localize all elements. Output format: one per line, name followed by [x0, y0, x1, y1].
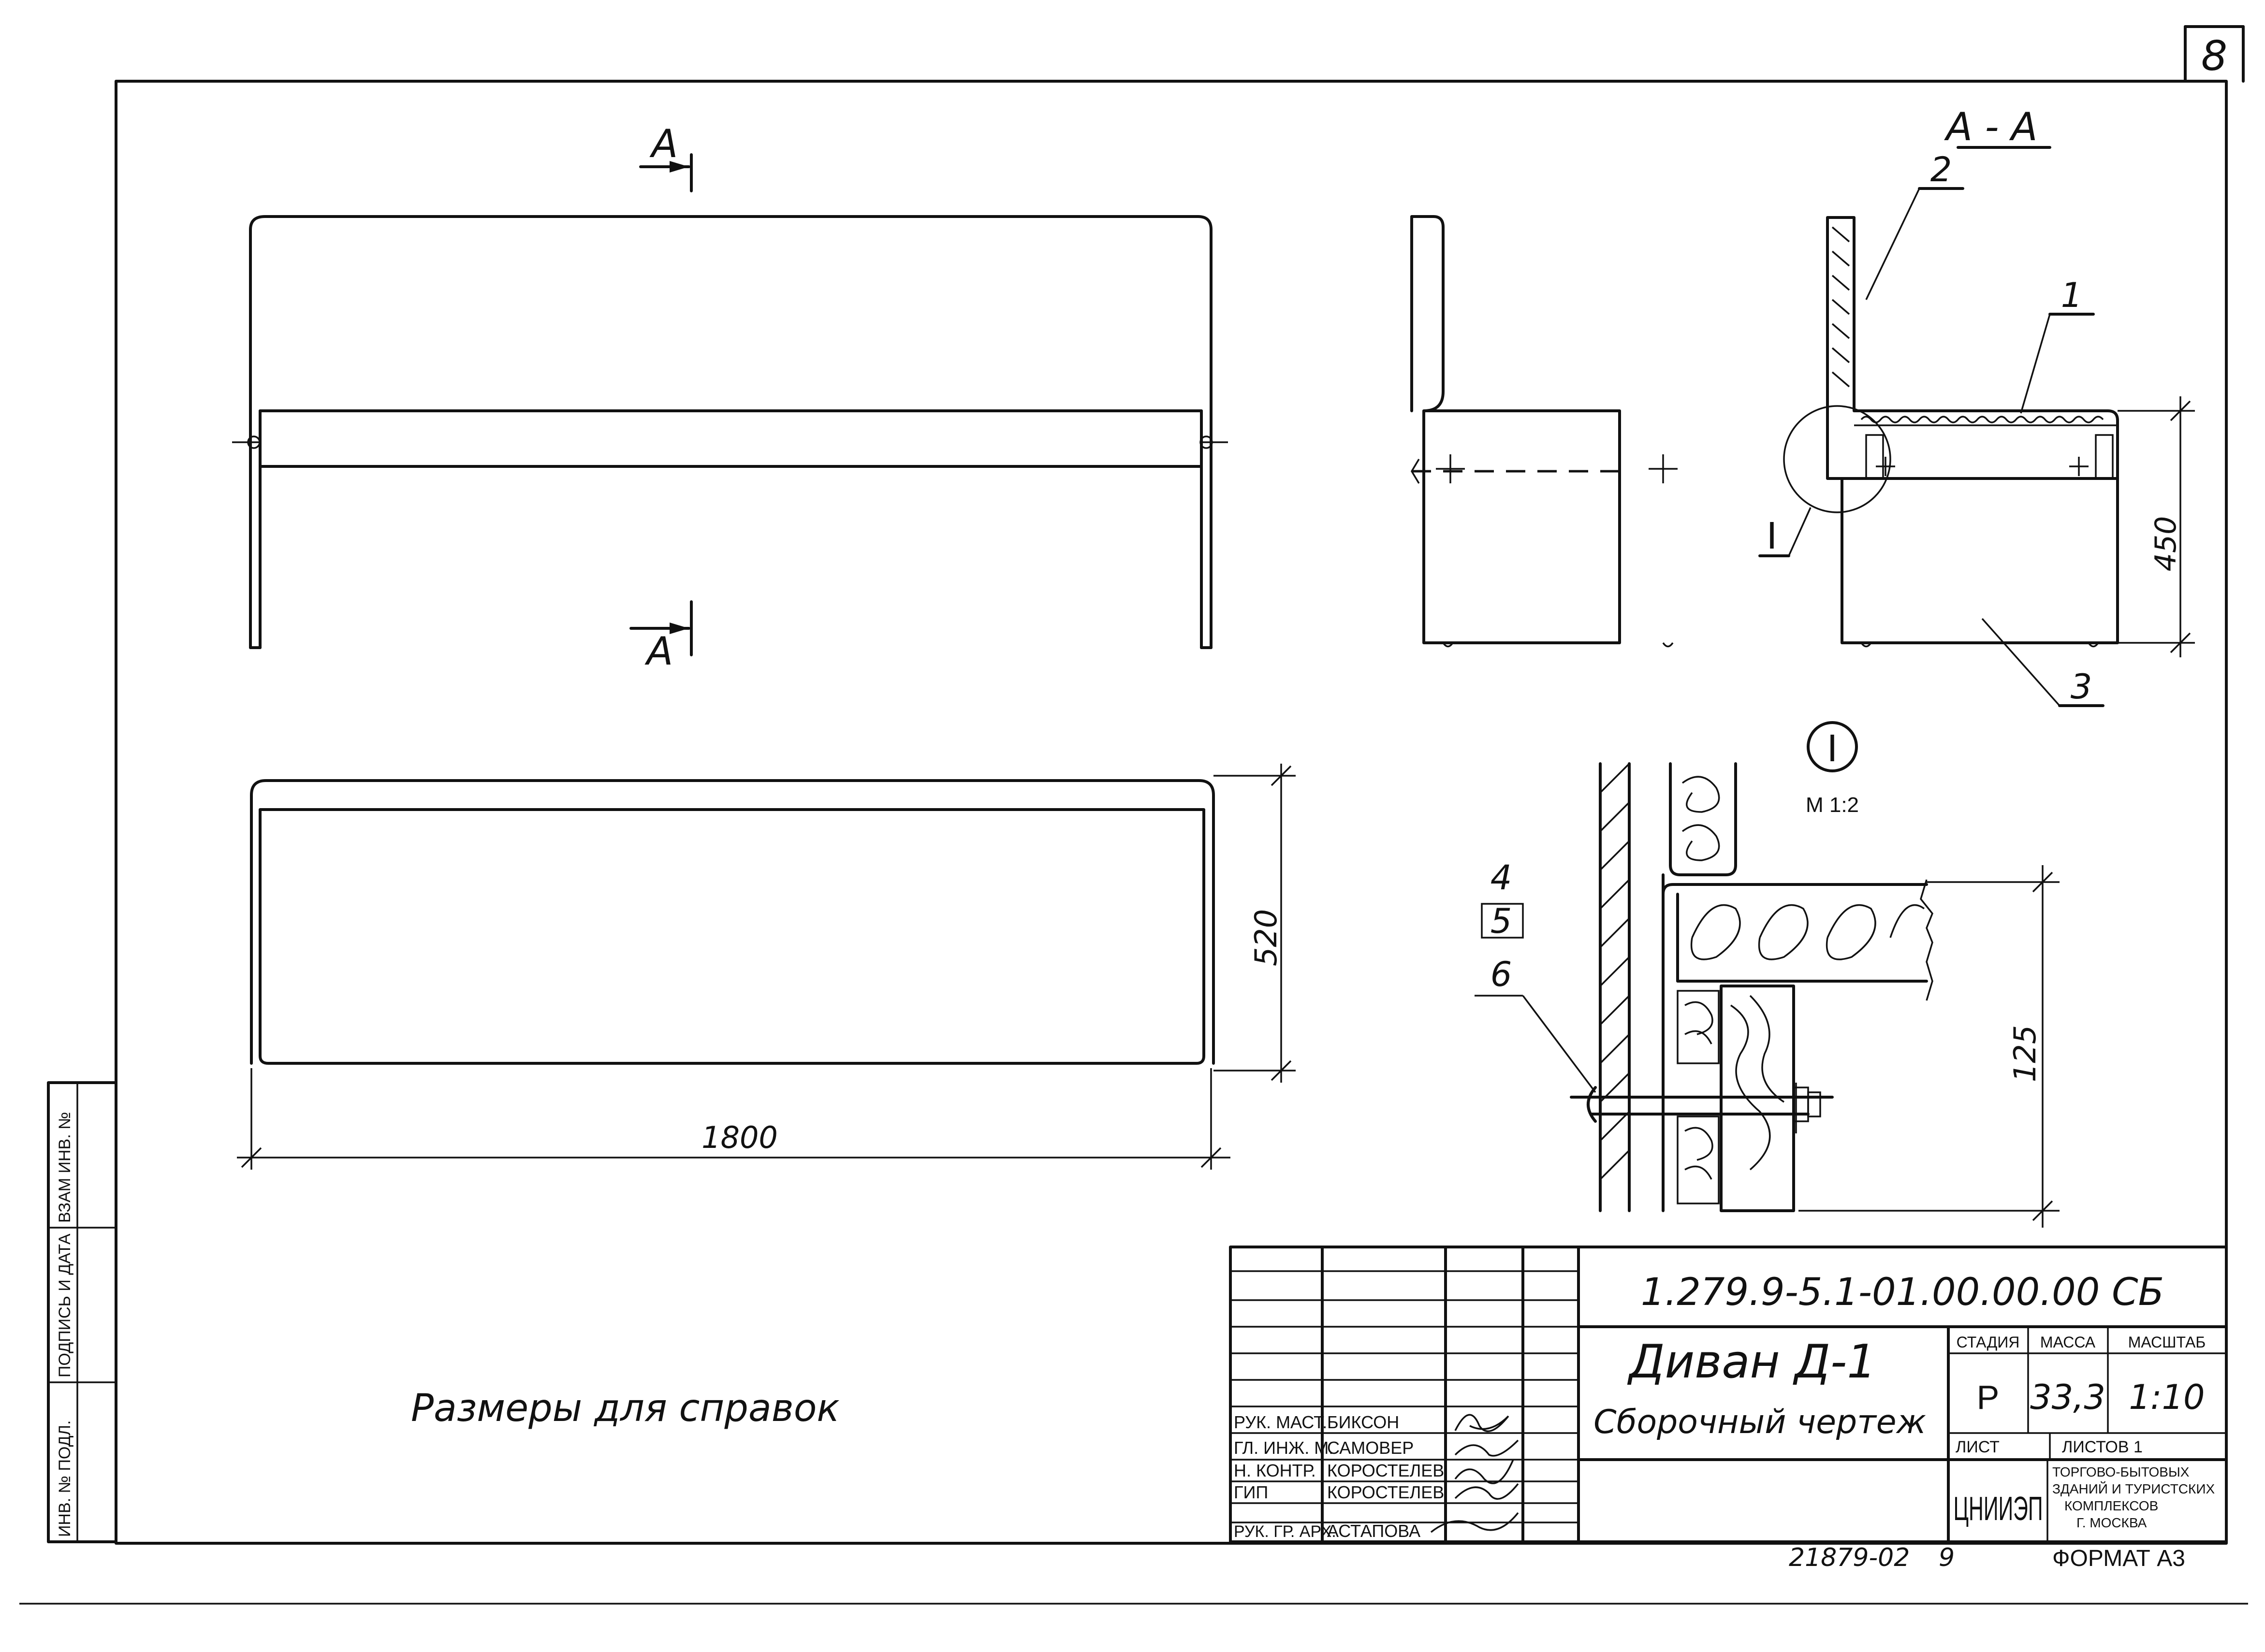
signer-name-3: КОРОСТЕЛЕВ: [1327, 1482, 1444, 1502]
section-label-top: A: [649, 121, 678, 166]
org-logo: ЦНИИЭП: [1954, 1490, 2043, 1527]
signer-role-1: ГЛ. ИНЖ. М.: [1234, 1438, 1333, 1458]
callout-5: 5: [1491, 901, 1512, 941]
signer-role-0: РУК. МАСТ.: [1234, 1412, 1327, 1432]
stamp-inv-podl: ИНВ. № ПОДЛ.: [56, 1420, 74, 1537]
stamp-vzam: ВЗАМ ИНВ. №: [56, 1112, 74, 1223]
callout-6: 6: [1491, 955, 1512, 994]
product-name: Диван Д-1: [1627, 1335, 1876, 1389]
detail-ref: I: [1767, 514, 1777, 557]
dim-height: 450: [2149, 516, 2183, 572]
format-label: ФОРМАТ А3: [2052, 1546, 2185, 1571]
org-line-1: ТОРГОВО-БЫТОВЫХ: [2052, 1464, 2190, 1479]
section-label-bottom: A: [644, 629, 673, 674]
section-marks: A A: [629, 121, 693, 674]
side-stamp: ИНВ. № ПОДЛ. ПОДПИСЬ И ДАТА ВЗАМ ИНВ. №: [47, 1081, 117, 1543]
detail-view: I M 1:2 125 4 5 6: [1475, 721, 2060, 1228]
org-line-4: Г. МОСКВА: [2076, 1515, 2147, 1530]
signer-name-0: БИКСОН: [1327, 1412, 1399, 1432]
signer-role-3: ГИП: [1234, 1482, 1268, 1502]
callout-2: 2: [1930, 150, 1952, 189]
signer-name-4: АСТАПОВА: [1327, 1521, 1420, 1541]
mass-header: МАССА: [2040, 1333, 2096, 1351]
stamp-podpis: ПОДПИСЬ И ДАТА: [56, 1233, 74, 1377]
dim-depth: 520: [1248, 909, 1284, 966]
detail-circle: [1783, 405, 1891, 513]
callout-1: 1: [2061, 275, 2083, 315]
org-line-2: ЗДАНИЙ И ТУРИСТСКИХ: [2052, 1481, 2215, 1496]
sheets-label: ЛИСТОВ 1: [2062, 1438, 2143, 1456]
section-a-a: A - A I 450 2 1 3: [1758, 104, 2195, 707]
document-type: Сборочный чертеж: [1593, 1403, 1926, 1441]
callout-3: 3: [2071, 667, 2092, 707]
detail-scale: M 1:2: [1806, 793, 1859, 817]
detail-mark: I: [1827, 726, 1838, 769]
signatures: [1430, 1414, 1519, 1533]
signer-role-4: РУК. ГР. АРХ.: [1234, 1522, 1336, 1541]
front-view: [232, 215, 1228, 649]
mass-value: 33,3: [2030, 1377, 2105, 1417]
sheet-number: 8: [2201, 32, 2227, 80]
footer-page: 9: [1939, 1543, 1955, 1572]
stage-header: СТАДИЯ: [1957, 1333, 2020, 1351]
side-view: [1410, 215, 1678, 648]
org-line-3: КОМПЛЕКСОВ: [2064, 1498, 2158, 1513]
title-block: РУК. МАСТ. БИКСОН ГЛ. ИНЖ. М. САМОВЕР Н.…: [1229, 1246, 2228, 1543]
dim-length: 1800: [701, 1120, 778, 1155]
footer-number: 21879-02: [1789, 1543, 1910, 1572]
signer-name-2: КОРОСТЕЛЕВ: [1327, 1461, 1444, 1480]
scale-value: 1:10: [2129, 1377, 2205, 1417]
sheet-frame: [115, 80, 2228, 1545]
callout-4: 4: [1491, 858, 1512, 898]
section-title: A - A: [1944, 104, 2037, 149]
signer-role-2: Н. КОНТР.: [1234, 1461, 1316, 1480]
signer-name-1: САМОВЕР: [1327, 1438, 1414, 1458]
reference-note: Размеры для справок: [411, 1387, 840, 1430]
drawing-code: 1.279.9-5.1-01.00.00.00 СБ: [1641, 1271, 2164, 1314]
stage-value: Р: [1977, 1378, 2000, 1416]
scale-header: МАСШТАБ: [2128, 1333, 2206, 1351]
plan-view: 1800 520: [237, 764, 1296, 1170]
dim-detail: 125: [2007, 1025, 2043, 1082]
sheet-label: ЛИСТ: [1956, 1438, 2000, 1456]
